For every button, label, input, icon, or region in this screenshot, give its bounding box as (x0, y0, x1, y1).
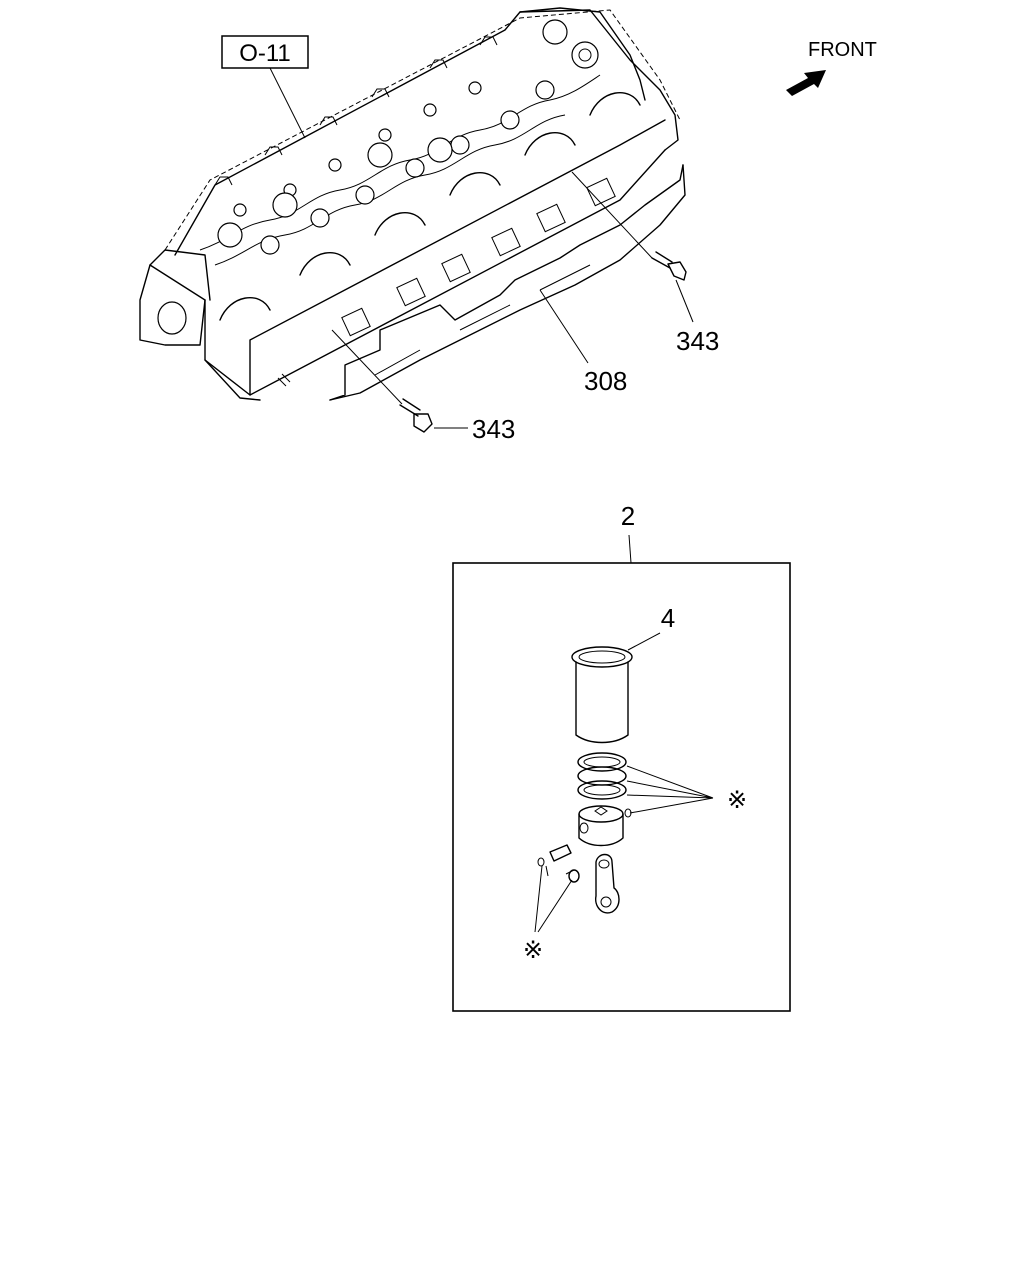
cylinder-liner (571, 646, 633, 744)
bolt-upper (651, 251, 687, 281)
manifold-gasket (329, 164, 686, 401)
piston-kit-box: 2 4 (452, 501, 791, 1012)
cylinder-head (139, 7, 681, 401)
callout-308[interactable]: 308 (584, 366, 627, 396)
front-indicator: FRONT (786, 39, 877, 96)
front-arrow-icon (786, 70, 826, 96)
callout-343-upper[interactable]: 343 (676, 326, 719, 356)
piston (578, 805, 632, 847)
reference-tag-text: O-11 (239, 40, 291, 67)
connecting-rod (595, 853, 620, 914)
callout-4[interactable]: 4 (661, 603, 675, 633)
note-symbol-right: ※ (727, 787, 747, 814)
callout-2[interactable]: 2 (621, 501, 635, 531)
note-symbol-left: ※ (523, 937, 543, 964)
piston-rings (577, 752, 627, 800)
callout-343-lower[interactable]: 343 (472, 414, 515, 444)
bolt-lower (399, 398, 433, 433)
top-leaders (269, 67, 694, 429)
front-label: FRONT (808, 39, 877, 61)
reference-tag[interactable]: O-11 (221, 35, 309, 69)
deck-holes (217, 80, 555, 255)
piston-pin (537, 844, 580, 883)
